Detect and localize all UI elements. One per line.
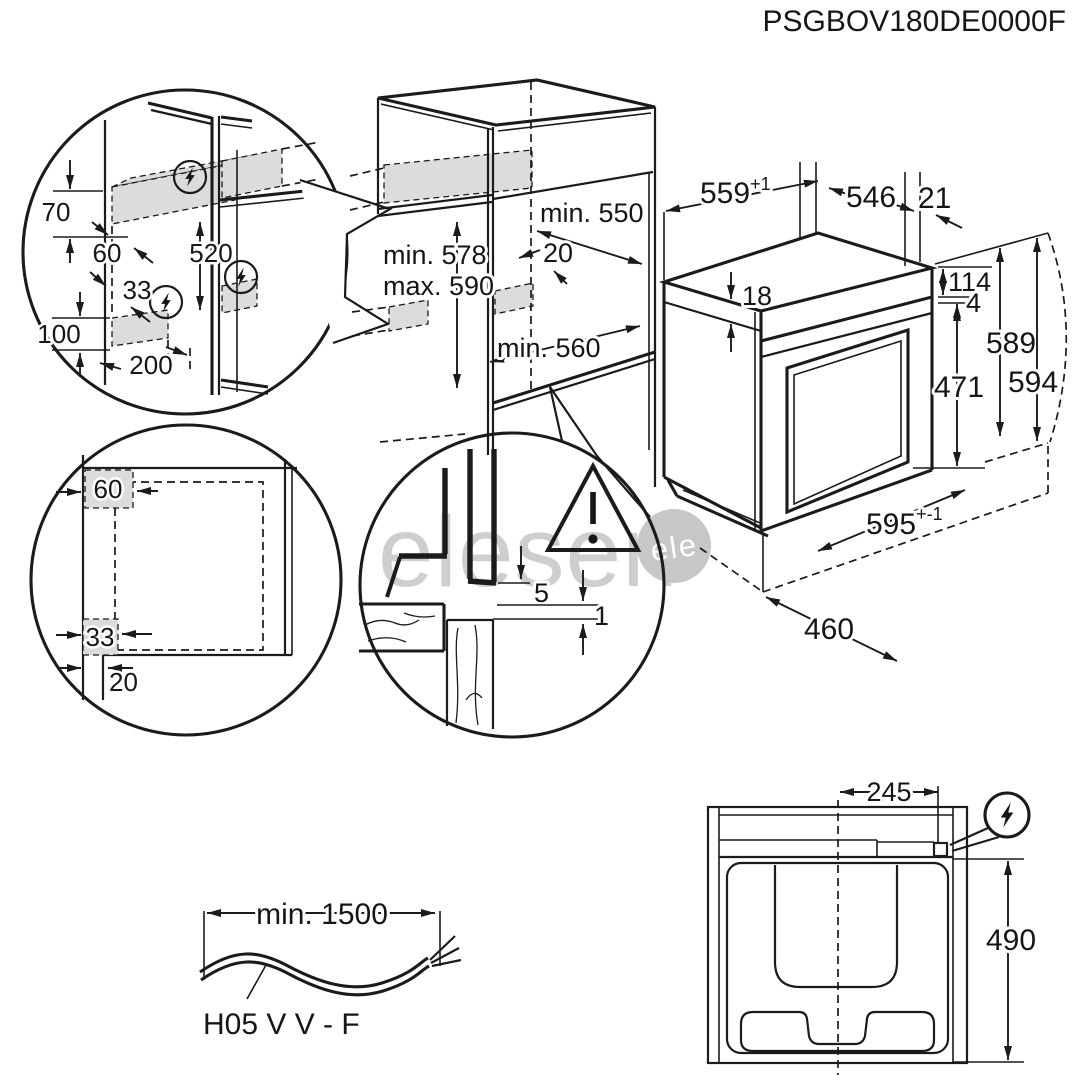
dim-114-label: 114 [948,267,991,297]
cabinet-figure: min. 578 max. 590 min. 550 20 min. 560 [349,78,657,487]
dim-20-label: 20 [543,238,573,268]
dim-5-label: 5 [534,578,549,608]
dim-70-label: 70 [42,197,71,227]
dim-min1500-label: min. 1500 [256,898,388,931]
dim-559-label: 559+1 [700,174,771,210]
connection-zone [221,148,283,199]
dim-20-label: 20 [109,667,138,697]
dim-594-label: 594 [1008,366,1058,399]
electric-connection-icon [223,259,259,295]
dim-471-label: 471 [934,371,984,404]
connection-zone [221,278,258,314]
wall-detail-circle: 70 520 60 33 100 200 [21,88,349,416]
top-view-figure: 245 490 [706,774,1039,1075]
corner-detail-circle: 60 33 20 [29,423,343,737]
electric-connection-icon [148,284,184,320]
connection-zone [111,162,236,225]
dim-min578-label: min. 578 [383,240,487,270]
dim-200-label: 200 [129,350,172,380]
dim-18-label: 18 [742,281,772,311]
dim-460-label: 460 [804,613,854,646]
connection-zone [388,299,429,332]
cable [199,952,429,989]
dim-33-label: 33 [123,275,152,305]
dim-max590-label: max. 590 [383,271,494,301]
dim-33-label: 33 [86,622,115,652]
dim-min560-label: min. 560 [497,333,601,363]
dim-60-label: 60 [93,238,122,268]
dim-4-label: 4 [966,288,981,318]
mains-connector [932,841,949,858]
watermark-badge-text: ele [648,527,700,568]
connection-zone [494,282,534,315]
dim-min550-label: min. 550 [540,198,644,228]
watermark-badge [637,509,711,583]
detail-circle-outline [358,431,666,739]
detail-circle-outline [21,88,349,416]
dim-546-label: 546 [846,181,896,214]
electric-connection-icon [983,791,1031,839]
dim-589-label: 589 [986,327,1036,360]
electric-connection-icon [172,159,208,195]
dim-1-label: 1 [594,601,609,631]
connection-zone [82,618,119,656]
detail-circle-outline [29,423,343,737]
dim-21-label: 21 [918,182,951,215]
dim-245-label: 245 [866,777,911,807]
cable-figure: min. 1500 H05 V V - F [199,895,462,1041]
warning-icon [544,461,642,552]
page-title: PSGBOV180DE0000F [762,5,1066,38]
callout-pointer [548,386,651,518]
connection-zone [383,149,533,204]
dim-60-label: 60 [94,474,123,504]
oven-figure: 559+1 546 21 18 114 4 471 [658,162,1068,662]
floor-detail-circle: 5 1 [358,431,666,739]
cable-type-label: H05 V V - F [203,1008,360,1041]
dim-490-label: 490 [986,924,1036,957]
dim-520-label: 520 [189,238,232,268]
oven-door-window [785,327,910,515]
connection-zone [84,469,134,509]
dim-100-label: 100 [37,319,80,349]
callout-wedge [299,178,393,345]
dim-595-label: 595+-1 [866,504,943,541]
connection-zone [111,309,169,347]
